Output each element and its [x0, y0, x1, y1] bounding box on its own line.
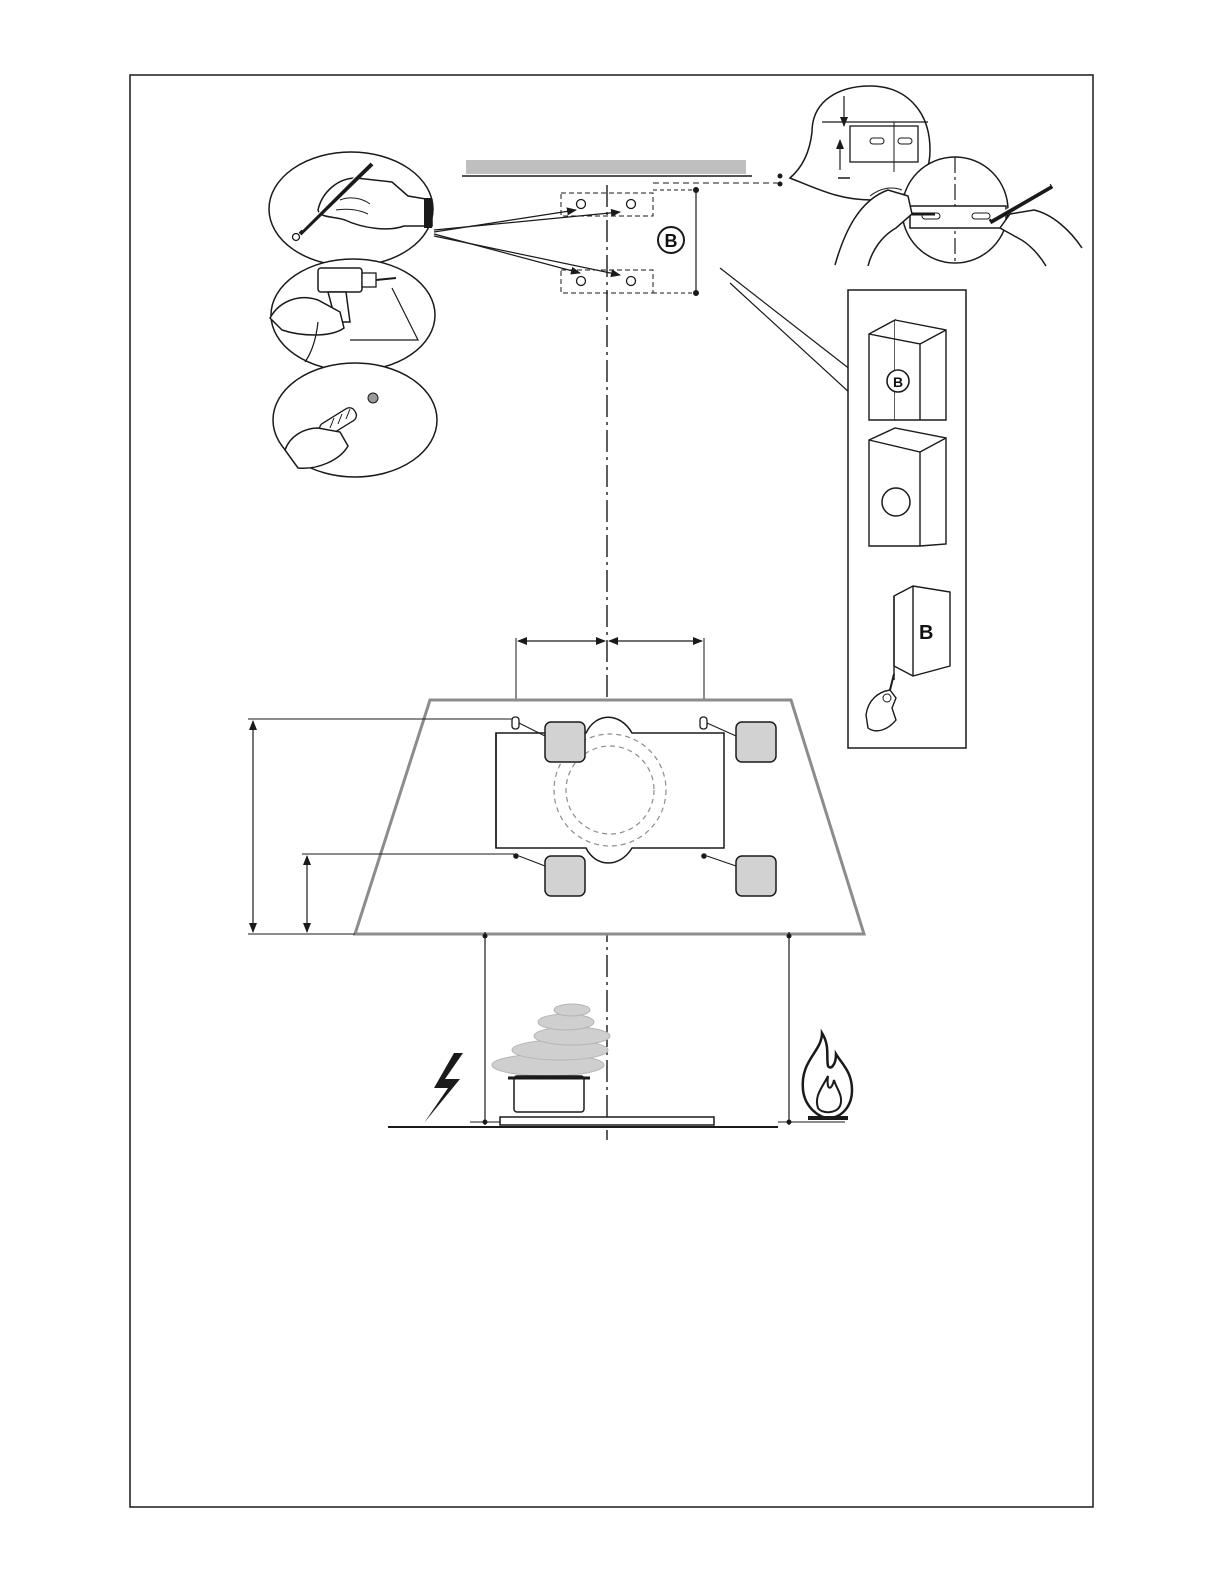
hand-drill-icon	[270, 259, 435, 371]
filter-pad-bottom-left	[545, 856, 585, 896]
hob-surface	[500, 1117, 714, 1125]
svg-text:B: B	[665, 231, 678, 251]
lower-chimney-section	[869, 428, 946, 546]
gas-hob-clearance-dimension	[787, 932, 792, 1125]
bracket-b-label: B	[658, 227, 684, 253]
svg-text:B: B	[893, 374, 903, 390]
lightning-bolt-icon	[424, 1053, 463, 1123]
steam-cloud	[492, 1004, 610, 1076]
gas-flame-icon	[803, 1033, 852, 1118]
hood-body-plate	[496, 717, 724, 863]
hand-marking-pencil-icon	[269, 152, 433, 266]
filter-pad-bottom-right	[736, 856, 776, 896]
electric-hob-clearance-dimension	[483, 932, 488, 1125]
wall-plug-insert-icon	[273, 363, 437, 477]
filter-pad-top-right	[736, 722, 776, 762]
upper-chimney-section: B	[869, 320, 946, 420]
filter-pad-top-left	[545, 722, 585, 762]
chimney-panel: B B	[848, 290, 966, 748]
svg-text:B: B	[919, 622, 933, 644]
cooking-pot-icon	[508, 1076, 590, 1112]
ceiling-strip	[466, 160, 746, 174]
